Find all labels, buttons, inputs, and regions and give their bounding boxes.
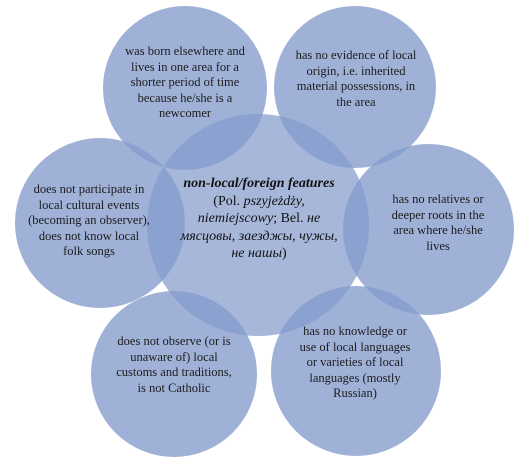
- node-label-right: has no relatives or deeper roots in the …: [391, 192, 485, 253]
- center-title-after: (Pol.: [213, 193, 244, 209]
- center-belarusian-intro: ; Bel.: [273, 211, 308, 226]
- node-label-top-right: has no evidence of local origin, i.e. in…: [295, 48, 417, 109]
- node-label-top-left: was born elsewhere and lives in one area…: [125, 44, 245, 121]
- center-belarusian-terms: не мясцовы, заезджы, чужы, не нашы: [180, 211, 338, 261]
- center-polish-terms: pszyjeżdży, niemiejscowy: [197, 193, 305, 227]
- node-label-bottom-left: does not observe (or is unaware of) loca…: [116, 334, 232, 395]
- node-label-left: does not participate in local cultural e…: [28, 182, 150, 259]
- center-label: non-local/foreign features (Pol. pszyjeż…: [175, 175, 343, 263]
- circle-center: [147, 114, 369, 336]
- center-close-paren: ): [281, 246, 287, 261]
- center-title: non-local/foreign features: [183, 176, 335, 191]
- node-label-bottom-right: has no knowledge or use of local languag…: [299, 324, 411, 401]
